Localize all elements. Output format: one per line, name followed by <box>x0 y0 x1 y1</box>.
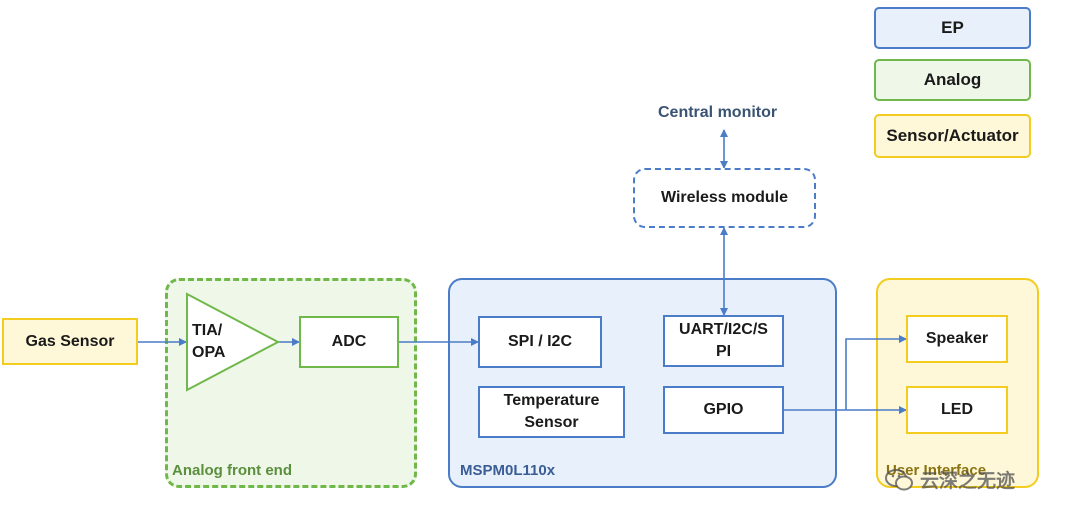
mcu-region <box>448 278 837 488</box>
gpio-block: GPIO <box>663 386 784 434</box>
legend-ep-label: EP <box>941 18 964 37</box>
gpio-label: GPIO <box>703 401 744 419</box>
tia-opa-line-2: OPA <box>192 343 226 361</box>
mcu-label: MSPM0L110x <box>460 462 556 479</box>
temperature-sensor-block: Temperature Sensor <box>478 386 625 438</box>
gas-sensor-label: Gas Sensor <box>25 332 115 350</box>
led-block: LED <box>906 386 1008 434</box>
gas-sensor-block: Gas Sensor <box>2 318 138 365</box>
led-label: LED <box>941 401 973 419</box>
user-interface-label: User Interface <box>886 462 987 479</box>
legend-analog-label: Analog <box>923 70 982 89</box>
user-interface-region <box>876 278 1039 488</box>
tia-opa-label: TIA/ OPA <box>192 320 225 363</box>
wireless-module-block: Wireless module <box>633 168 816 228</box>
tia-opa-line-1: TIA/ <box>192 322 223 339</box>
adc-label: ADC <box>331 333 367 351</box>
wireless-module-label: Wireless module <box>660 189 788 207</box>
uart-line-2: PI <box>715 343 732 360</box>
speaker-label: Speaker <box>925 330 989 348</box>
wechat-icon <box>885 468 913 490</box>
legend-sensor-actuator-label: Sensor/Actuator <box>886 126 1019 145</box>
gpio-to-speaker-arrow <box>845 335 907 410</box>
temperature-line-1: Temperature <box>503 392 600 410</box>
watermark: 云深之无迹 <box>884 466 1015 493</box>
spi-i2c-label: SPI / I2C <box>507 333 573 351</box>
analog-front-end-label: Analog front end <box>172 462 292 479</box>
legend-ep: EP <box>874 7 1031 49</box>
watermark-text: 云深之无迹 <box>920 471 1016 492</box>
uart-i2c-spi-block: UART/I2C/S PI <box>663 315 784 367</box>
central-monitor-label: Central monitor <box>658 104 778 121</box>
speaker-block: Speaker <box>906 315 1008 363</box>
temperature-line-2: Sensor <box>524 414 579 431</box>
adc-block: ADC <box>299 316 399 368</box>
legend-analog: Analog <box>874 59 1031 101</box>
spi-i2c-block: SPI / I2C <box>478 316 602 368</box>
legend-sensor-actuator: Sensor/Actuator <box>874 114 1031 158</box>
tia-opa-triangle <box>186 292 281 392</box>
uart-line-1: UART/I2C/S <box>679 321 768 339</box>
